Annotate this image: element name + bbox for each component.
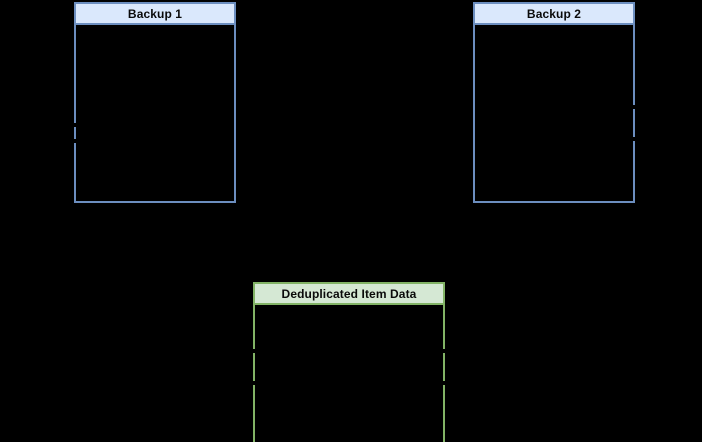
entity-backup-2-body <box>473 25 635 203</box>
connection-point-right-b <box>632 137 635 141</box>
connection-point-dedup-left-a <box>253 349 256 353</box>
entity-deduplicated-item-data-title: Deduplicated Item Data <box>253 282 445 305</box>
entity-deduplicated-item-data-body <box>253 305 445 442</box>
entity-backup-1-title: Backup 1 <box>74 2 236 25</box>
connection-point-left-b <box>74 139 77 143</box>
connection-point-left-a <box>74 123 77 127</box>
entity-backup-2[interactable]: Backup 2 <box>473 2 635 203</box>
connection-point-dedup-right-a <box>442 349 445 353</box>
connection-point-dedup-left-b <box>253 381 256 385</box>
connection-point-right-a <box>632 105 635 109</box>
connection-point-dedup-right-b <box>442 381 445 385</box>
entity-backup-1[interactable]: Backup 1 <box>74 2 236 203</box>
entity-backup-1-body <box>74 25 236 203</box>
entity-deduplicated-item-data[interactable]: Deduplicated Item Data <box>253 282 445 442</box>
entity-backup-2-title: Backup 2 <box>473 2 635 25</box>
